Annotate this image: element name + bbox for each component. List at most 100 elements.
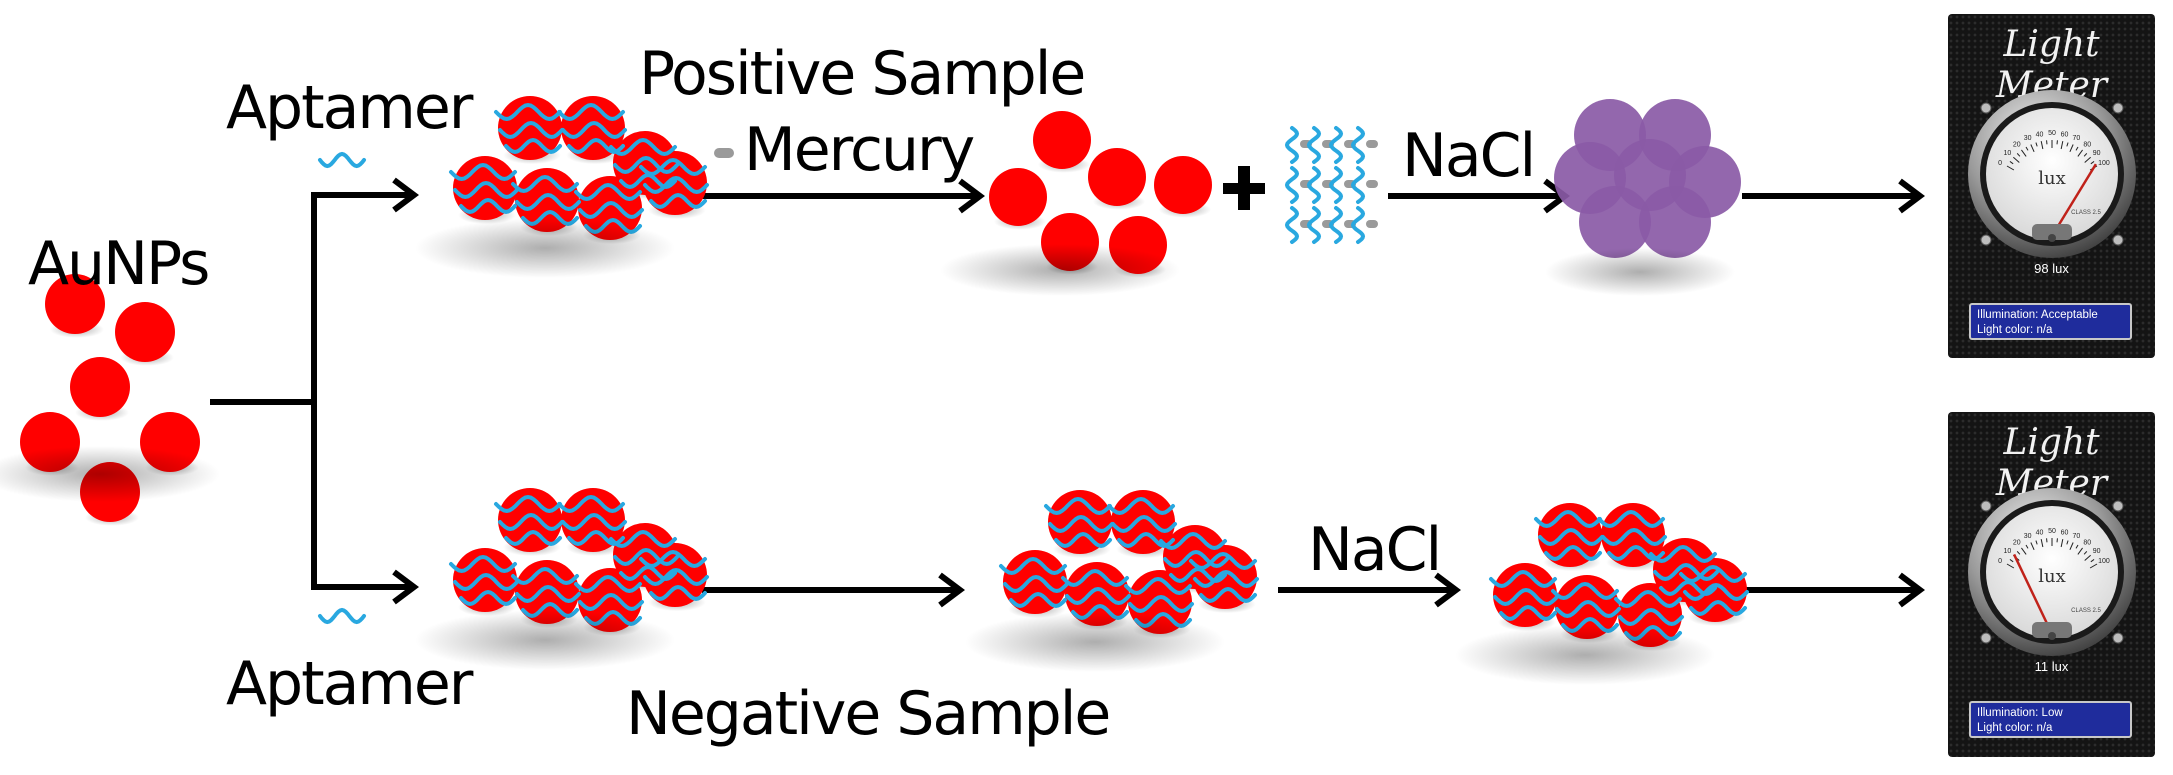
aptamer-strand [639, 157, 707, 177]
gauge-tick [2090, 559, 2095, 563]
screw-icon [2112, 500, 2124, 512]
gold-nanoparticle [1003, 550, 1067, 614]
gauge-tick [2069, 144, 2074, 153]
aptamer-strand [494, 494, 562, 514]
aggregated-particle [1639, 186, 1711, 258]
aptamer-strand [1499, 604, 1557, 622]
aptamer-symbol-bottom [318, 607, 366, 625]
gauge-needle [2012, 553, 2054, 635]
light-color-text: Light color: n/a [1977, 324, 2053, 336]
gold-nanoparticle [1601, 503, 1665, 567]
illumination-text: Illumination: Low [1977, 707, 2063, 719]
gauge-tick [2083, 551, 2088, 555]
gauge-tick [2040, 141, 2044, 150]
aptamer-strand [504, 137, 562, 155]
gauge-tick [2066, 540, 2069, 545]
gauge-scale-label: 100 [2098, 160, 2110, 167]
gauge-tick [2006, 165, 2015, 171]
aptamer-strand [453, 180, 519, 200]
gold-nanoparticle [45, 274, 105, 334]
screw-icon [1980, 500, 1992, 512]
shadow [1545, 248, 1735, 296]
gauge-face [1986, 108, 2118, 240]
aptamer-strand [453, 572, 519, 592]
arrow [1742, 178, 1925, 214]
aptamer-strand [459, 589, 517, 607]
aptamer-strand [1597, 509, 1665, 529]
aptamer-mercury-complex [1284, 126, 1378, 244]
gauge-tick [2066, 142, 2069, 147]
aptamer-strand [999, 556, 1067, 576]
illumination-info-box: Illumination: Acceptable Light color: n/… [1969, 303, 2132, 340]
gauge-scale-label: 20 [2013, 539, 2021, 546]
gauge-tick [2006, 563, 2015, 569]
aptamer-top-label: Aptamer [226, 73, 473, 143]
arrow [1742, 572, 1925, 608]
screw-icon [2112, 632, 2124, 644]
gauge-scale-label: 50 [2048, 528, 2056, 535]
aptamer-strand [515, 584, 581, 604]
aptamer-strand [1493, 587, 1559, 607]
gauge-scale-label: 30 [2024, 533, 2032, 540]
aptamer-strand [561, 120, 627, 140]
gauge-tick [2084, 156, 2091, 163]
aptamer-strand [498, 120, 564, 140]
gauge-scale-label: 50 [2048, 130, 2056, 137]
gauge-tick [2030, 144, 2035, 153]
gauge-scale-label: 20 [2013, 141, 2021, 148]
gold-nanoparticle [561, 96, 625, 160]
gauge-scale-label: 90 [2093, 150, 2101, 157]
nacl-bottom-label: NaCl [1308, 515, 1442, 585]
gauge-tick [2077, 149, 2083, 157]
shadow [415, 610, 675, 670]
gauge-tick [2090, 161, 2095, 165]
gold-nanoparticle [498, 488, 562, 552]
aptamer-strand [639, 549, 707, 569]
aptamer-strand [1009, 591, 1067, 609]
gauge-tick [2009, 161, 2014, 165]
mercury-ion [1366, 180, 1378, 188]
illumination-text: Illumination: Acceptable [1977, 309, 2098, 321]
gauge-tick [2075, 146, 2079, 151]
arrow [702, 572, 965, 608]
aptamer-strand [613, 547, 679, 567]
aptamer-strand [1601, 527, 1667, 547]
arrow [311, 569, 419, 605]
aptamer-strand [1003, 574, 1069, 594]
aptamer-strand [1054, 531, 1112, 549]
aunps-label: AuNPs [28, 229, 210, 299]
mercury-ion [1366, 140, 1378, 148]
gauge-tick [2060, 141, 2064, 150]
gauge-pivot-housing [2032, 622, 2072, 638]
aptamer-strand [574, 574, 642, 594]
gold-nanoparticle [1111, 490, 1175, 554]
aptamer-strand [1350, 126, 1366, 164]
gauge-tick [2009, 559, 2014, 563]
aptamer-strand [609, 529, 677, 549]
gauge-tick [2025, 544, 2029, 549]
aptamer-strand [449, 162, 517, 182]
aptamer-strand [1618, 607, 1684, 627]
gauge-pivot [2048, 632, 2056, 640]
aunps-aggregate [1554, 99, 1741, 258]
aptamer-strand [1306, 206, 1322, 244]
gauge-tick [2021, 149, 2027, 157]
aptamer-strand [1328, 126, 1344, 164]
gauge-scale-label: 100 [2098, 558, 2110, 565]
aptamer-strand [1284, 166, 1300, 204]
aptamer-strand [1111, 514, 1177, 534]
aptamer-strand [1189, 551, 1257, 571]
gold-nanoparticle [1154, 156, 1212, 214]
light-color-text: Light color: n/a [1977, 722, 2053, 734]
negative-sample-label: Negative Sample [626, 679, 1111, 749]
aptamer-strand [643, 567, 709, 587]
aptamer-strand [557, 494, 625, 514]
mercury-ion [1366, 220, 1378, 228]
gauge-class-label: CLASS 2.5 [2071, 210, 2101, 216]
aptamer-strand [1538, 527, 1604, 547]
gauge-scale-label: 0 [1998, 160, 2002, 167]
nacl-top-label: NaCl [1402, 121, 1536, 191]
